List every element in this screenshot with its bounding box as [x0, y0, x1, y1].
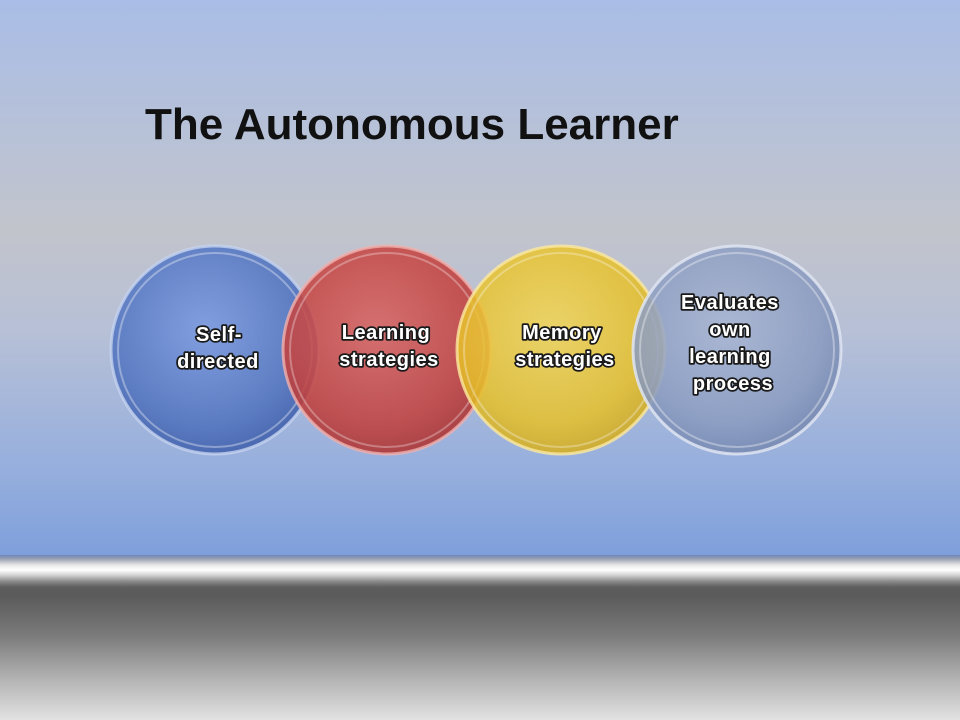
- label-line: Memory: [522, 322, 602, 344]
- label-line: strategies: [515, 349, 615, 371]
- label-line: directed: [177, 351, 259, 373]
- circle-learning-strategies: [281, 244, 493, 456]
- label-line: Self-: [196, 324, 242, 346]
- label-line: Evaluates: [681, 292, 779, 314]
- label-line: strategies: [339, 349, 439, 371]
- label-memory-strategies: Memory strategies: [515, 322, 615, 371]
- slide-title: The Autonomous Learner: [145, 100, 679, 149]
- label-line: own: [709, 319, 751, 341]
- label-line: Learning: [342, 322, 430, 344]
- label-line: process: [693, 373, 773, 395]
- bottom-metallic-band: [0, 555, 960, 720]
- label-line: learning: [689, 346, 771, 368]
- label-evaluates-own-learning-process: Evaluates own learning process: [681, 292, 785, 395]
- circle-evaluates-own-learning-process: [631, 244, 843, 456]
- label-self-directed: Self- directed: [177, 324, 259, 373]
- label-learning-strategies: Learning strategies: [339, 322, 439, 371]
